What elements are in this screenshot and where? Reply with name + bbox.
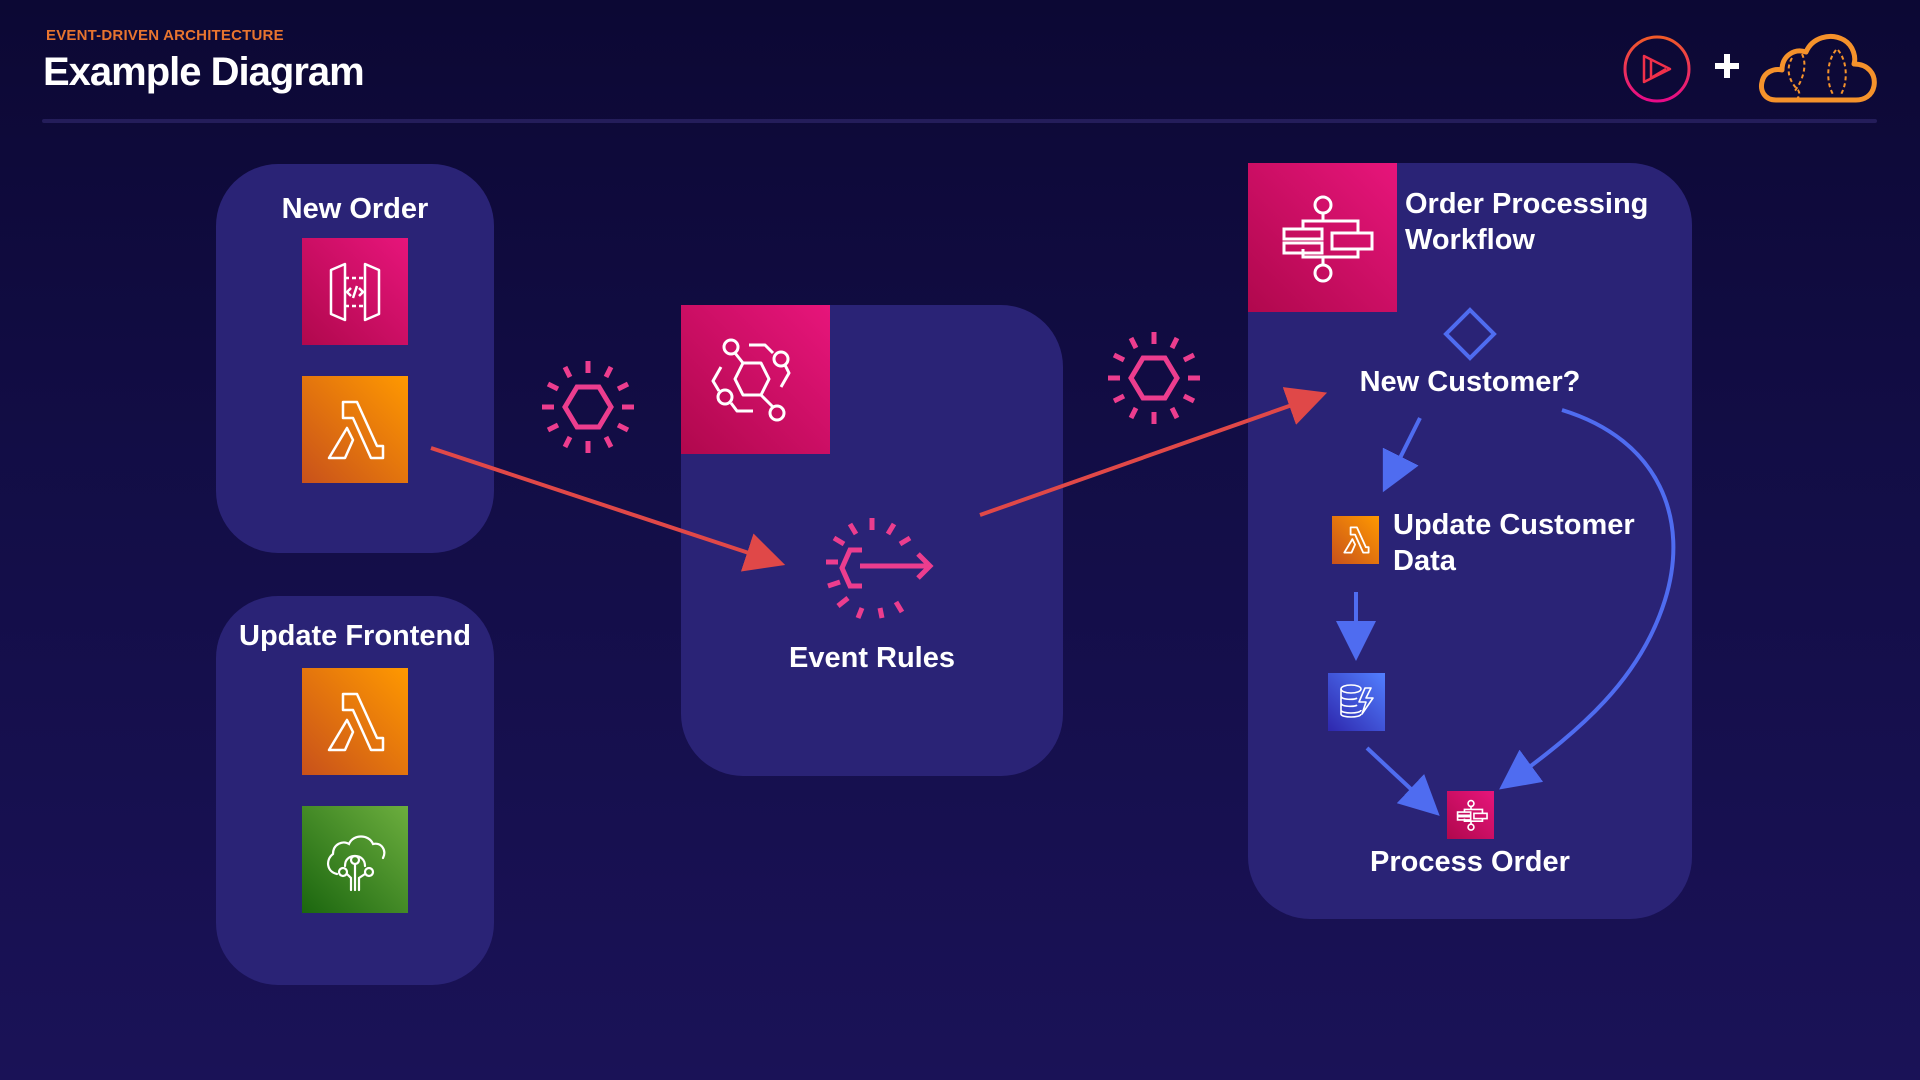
eventbridge-icon [681,305,830,454]
pluralsight-play-icon [1622,34,1692,104]
section-eyebrow: EVENT-DRIVEN ARCHITECTURE [46,27,284,44]
new-order-label: New Order [281,193,429,225]
event-icon [542,361,634,453]
update-frontend-label: Update Frontend [239,620,471,652]
lambda-icon [302,668,408,775]
dynamodb-icon [1328,673,1385,731]
step-functions-icon [1447,791,1494,839]
new-customer-choice-label: New Customer? [1359,366,1581,398]
update-customer-label-line-2: Data [1393,545,1456,577]
lambda-icon [1332,516,1379,564]
step-functions-icon [1248,163,1397,312]
event-icon [1108,332,1200,424]
update-customer-label: Update Customer Data [1393,507,1635,579]
acloudguru-cloud-icon [1758,30,1878,104]
workflow-label-line-1: Order Processing [1405,188,1649,220]
api-gateway-icon [302,238,408,345]
plus-icon [1714,53,1740,79]
amplify-icon [302,806,408,913]
update-customer-label-line-1: Update Customer [1393,509,1635,541]
event-rules-label: Event Rules [789,642,955,674]
process-order-label: Process Order [1370,846,1570,878]
lambda-icon [302,376,408,483]
workflow-label-line-2: Workflow [1405,224,1535,256]
update-frontend-group [216,596,494,985]
workflow-label: Order Processing Workflow [1405,186,1648,258]
page-title: Example Diagram [43,50,365,94]
header-divider [42,119,1877,123]
